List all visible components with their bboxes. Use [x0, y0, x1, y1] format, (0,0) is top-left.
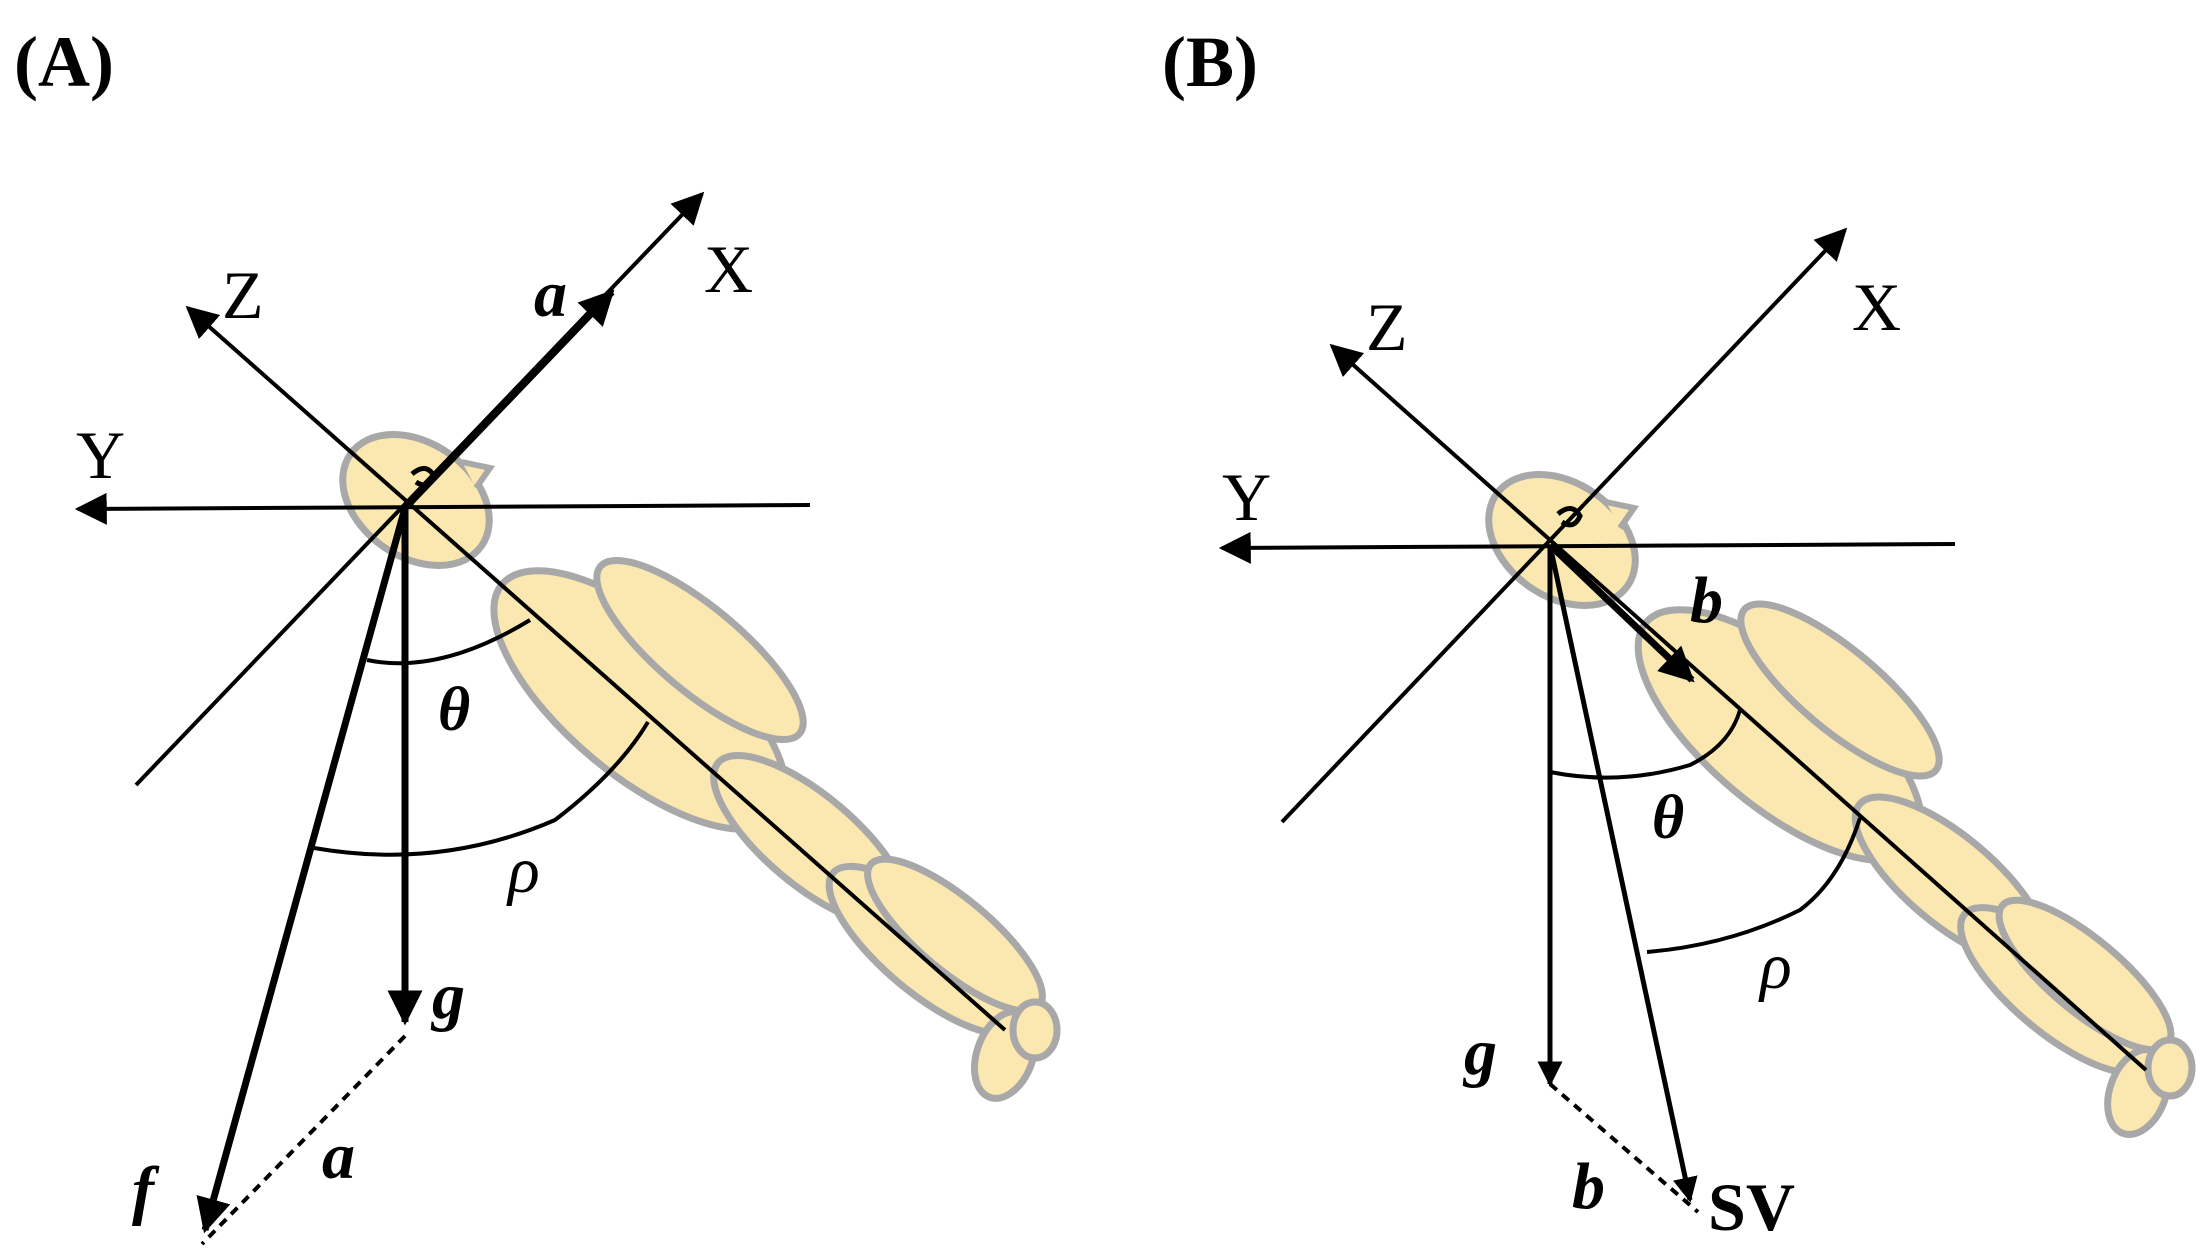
vector-sv-label-b: SV [1708, 1169, 1795, 1245]
nose-a [461, 459, 496, 490]
z-axis-label-b: Z [1366, 289, 1408, 365]
panel-b-label: (B) [1162, 22, 1258, 102]
ear-b [1556, 506, 1583, 528]
panel-b: (B) Y Z X b g SV b θ [1162, 22, 2196, 1245]
arm-upper-b [1737, 600, 1943, 780]
vector-b-label-b: b [1690, 564, 1723, 637]
foot2-a [1009, 998, 1061, 1062]
theta-label-a: θ [438, 676, 470, 744]
z-axis-b [1329, 343, 2148, 1072]
y-axis-a [74, 492, 811, 525]
vector-b-b [1547, 542, 1695, 683]
x-axis-label-b: X [1852, 269, 1901, 345]
rho-label-a: ρ [506, 834, 540, 907]
nose-b [1605, 499, 1640, 530]
vector-g-label-a: g [430, 960, 465, 1033]
theta-arc-a [366, 618, 532, 666]
y-axis-label-b: Y [1222, 459, 1271, 535]
vector-sv-b [1547, 544, 1698, 1203]
x-axis-label-a: X [704, 231, 753, 307]
vector-g-label-b: g [1462, 1016, 1497, 1089]
foot2-b [2144, 1036, 2196, 1100]
vector-f-a [196, 507, 409, 1234]
z-axis-label-a: Z [222, 257, 264, 333]
x-axis-b [1280, 227, 1848, 824]
y-axis-b [1218, 531, 1956, 564]
rho-arc-b [1646, 817, 1862, 954]
human-figure-b [1485, 471, 2196, 1138]
rho-arc-a [313, 720, 650, 857]
dashed-a-label-a: a [322, 1120, 355, 1193]
vector-a-a [402, 289, 615, 511]
y-axis-label-a: Y [76, 417, 125, 493]
rho-label-b: ρ [1758, 930, 1792, 1003]
vector-a-label-a: a [534, 258, 567, 331]
human-figure-a [339, 431, 1061, 1102]
vector-f-label-a: f [132, 1154, 160, 1227]
z-axis-a [185, 305, 1007, 1032]
dashed-b-label-b: b [1572, 1150, 1605, 1223]
dashed-b-b [1548, 1082, 1700, 1214]
dashed-a-a [200, 1034, 407, 1246]
panel-a: (A) Y Z X a g f a θ [14, 22, 1061, 1246]
arm-upper-a [593, 556, 807, 744]
panel-a-label: (A) [14, 22, 114, 102]
theta-arc-b [1549, 709, 1742, 780]
theta-label-b: θ [1652, 784, 1684, 852]
